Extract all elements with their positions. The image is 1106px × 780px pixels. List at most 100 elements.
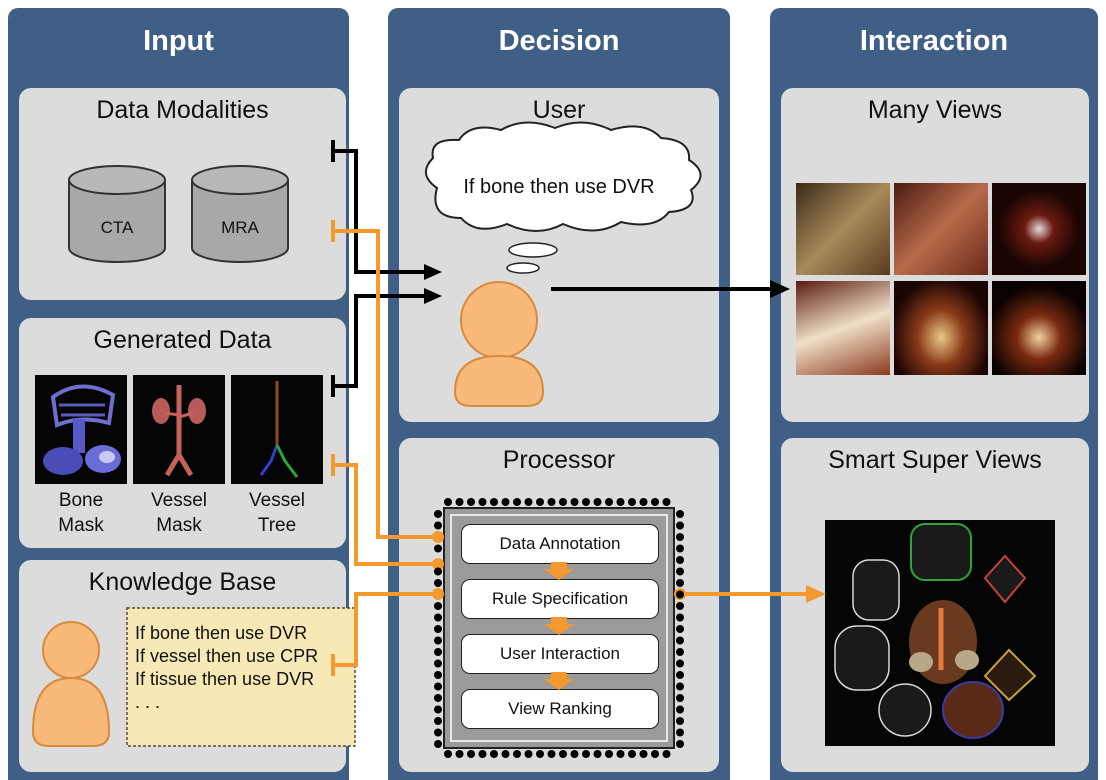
black-arrowheads [424,264,790,304]
knowledge-base-panel: Knowledge Base If bone then use DVR If v… [19,560,356,772]
processor-title: Processor [502,446,616,474]
chip-pin [616,750,625,758]
chip-pin [676,694,684,702]
chip-pin [676,705,684,714]
smart-super-views-title: Smart Super Views [828,446,1042,474]
chip-pin [434,613,442,622]
user-person-icon [453,281,545,407]
step-3-label: User Interaction [500,644,620,663]
chip-pin [434,544,442,553]
chip-pin [676,544,684,553]
chip-pin [536,750,544,758]
chip-pin [467,498,475,506]
interaction-column-title: Interaction [859,25,1009,57]
data-modalities-panel: Data Modalities CTA MRA [19,88,346,300]
chip-pin [628,750,636,758]
input-column-title: Input [143,25,214,57]
input-column: Input Data Modalities CTA MRA Generated … [8,8,356,780]
chip-pin [513,498,521,506]
chip-pin [662,750,671,758]
orange-port-dots [432,531,686,600]
chip-pin [478,498,487,506]
smart-super-views-panel: Smart Super Views [781,438,1089,772]
smart-super-view-image [825,520,1055,746]
chip-pin [676,521,684,530]
view-thumbnail-5 [894,281,988,375]
chip-pin [676,717,684,725]
chip-pin [444,498,452,506]
chip-pin [676,740,684,748]
chip-pin [639,498,648,506]
chip-pin [628,498,636,506]
kb-rule-3: If tissue then use DVR [135,669,315,689]
knowledge-base-note: If bone then use DVR If vessel then use … [126,607,356,747]
bone-mask-caption: Bone Mask [35,488,127,538]
chip-pin [662,498,671,506]
expert-person-icon [31,621,111,747]
chip-pin [444,750,452,758]
view-thumbnail-3 [992,183,1086,275]
step-1-label: Data Annotation [499,534,621,553]
chip-pin [676,728,684,737]
chip-pin [513,750,521,758]
chip-pin [434,728,442,737]
chip-pin [570,750,579,758]
interaction-column: Interaction Many Views Smart Super Views [770,8,1098,780]
chip-pin [676,533,684,541]
chip-pin [605,498,613,506]
chip-pin [434,717,442,725]
chip-pin [434,602,442,610]
chip-pin [582,498,590,506]
bone-mask-caption-line1: Bone [58,490,104,511]
chip-pin [547,750,556,758]
chip-pin [676,625,684,633]
vessel-mask-caption: Vessel Mask [133,488,225,538]
kb-rule-2: If vessel then use CPR [135,646,319,666]
processor-step-4: View Ranking [461,689,659,729]
chip-pin [434,567,442,576]
many-views-title: Many Views [867,96,1003,124]
processor-step-1: Data Annotation [461,524,659,564]
chip-pin [676,602,684,610]
chip-pin [559,750,567,758]
view-thumbnail-4 [796,281,890,375]
chip-pin [434,648,442,656]
chip-pin [478,750,487,758]
chip-pin [434,694,442,702]
chip-pin [434,521,442,530]
orange-arrowhead [806,585,826,603]
chip-pin [593,498,602,506]
chip-pin [651,750,659,758]
processor-panel: Processor Data Annotation Rule Specifica… [399,438,719,772]
data-modalities-title: Data Modalities [96,96,269,124]
knowledge-base-title: Knowledge Base [88,568,277,596]
chip-pin [582,750,590,758]
step-2-label: Rule Specification [491,589,629,608]
chip-pin [593,750,602,758]
chip-pin [676,671,684,679]
decision-column: Decision User If bone then use DVR Proce… [388,8,730,780]
vessel-mask-caption-line2: Mask [156,515,202,536]
mra-database-icon [191,165,289,263]
chip-pin [501,498,510,506]
generated-data-title: Generated Data [93,326,272,354]
chip-pin [434,671,442,679]
chip-pin [524,498,533,506]
chip-pin [536,498,544,506]
black-connector-lines [331,140,770,397]
user-panel: User If bone then use DVR [399,88,719,422]
cta-label: CTA [100,218,134,237]
step-4-label: View Ranking [508,699,612,718]
user-thought-text: If bone then use DVR [463,176,655,198]
bone-mask-caption-line2: Mask [58,515,104,536]
chip-pin [455,498,464,506]
chip-pin [605,750,613,758]
vessel-tree-caption: Vessel Tree [231,488,323,538]
chip-pin [434,740,442,748]
bone-mask-image [35,375,127,484]
kb-rule-1: If bone then use DVR [135,623,308,643]
chip-pin [676,682,684,691]
kb-rule-ellipsis: . . . [135,692,161,712]
thought-cloud-icon [425,121,702,274]
chip-pin [676,648,684,656]
